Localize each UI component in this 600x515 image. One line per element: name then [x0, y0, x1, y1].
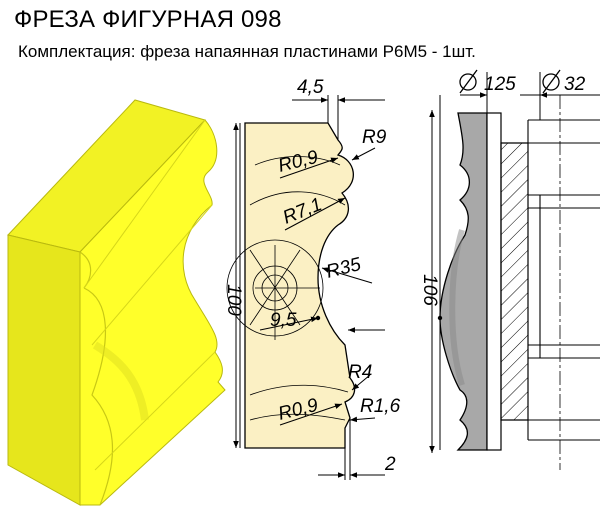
dim-r-top-bead: R9	[362, 127, 387, 148]
profile-drawing	[226, 122, 356, 449]
cutter-hub-hatched	[500, 142, 529, 421]
page-subtitle: Комплектация: фреза напаянная пластинами…	[18, 42, 476, 61]
cutter-dimensions	[429, 72, 600, 453]
dim-height-profile: 100	[223, 284, 244, 316]
workpiece-front-face	[7, 234, 81, 506]
diameter-32-icon	[542, 69, 561, 94]
page-title: ФРЕЗА ФИГУРНАЯ 098	[14, 6, 282, 33]
dim-diameter-cutter: 125	[484, 74, 516, 95]
cutter-profile	[439, 112, 488, 451]
dim-r-low-bead: R4	[348, 362, 372, 383]
workpiece-3d	[7, 99, 226, 506]
workpiece-profile-face	[79, 119, 226, 506]
diameter-125-icon	[459, 69, 478, 94]
dim-height-cutter: 106	[419, 274, 440, 306]
dim-offset-top: 4,5	[297, 77, 324, 98]
dim-offset-bottom: 2	[384, 454, 396, 475]
construction-lines	[226, 156, 349, 421]
cutter-section	[439, 95, 600, 470]
dim-depth: 9,5	[270, 310, 297, 331]
dim-diameter-bore: 32	[564, 74, 586, 95]
dim-r-low-small: R1,6	[360, 396, 401, 417]
profile-dimensions	[233, 95, 385, 480]
